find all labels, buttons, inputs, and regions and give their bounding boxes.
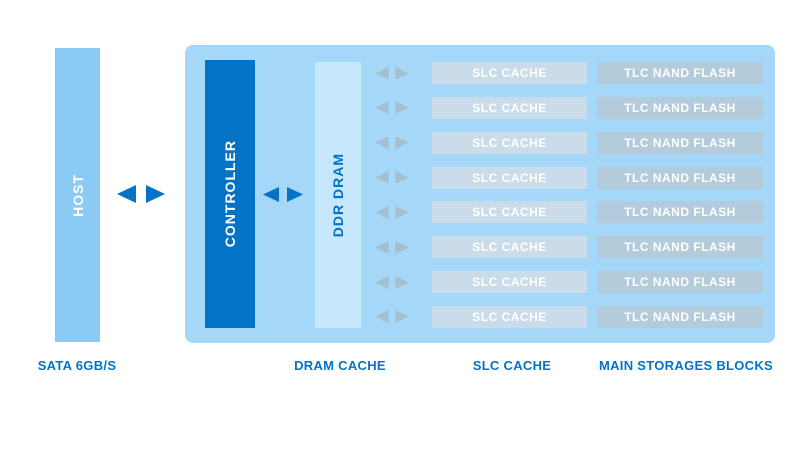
tlc-nand-flash-label: TLC NAND FLASH xyxy=(624,135,736,150)
tlc-nand-flash-block: TLC NAND FLASH xyxy=(597,62,763,84)
row-bidirectional-arrow-icon xyxy=(375,310,409,324)
slc-cache-footer-label: SLC CACHE xyxy=(472,358,552,373)
tlc-nand-flash-block: TLC NAND FLASH xyxy=(597,305,763,328)
flash-row: SLC CACHE TLC NAND FLASH xyxy=(375,131,763,154)
tlc-nand-flash-label: TLC NAND FLASH xyxy=(624,275,736,290)
slc-cache-label: SLC CACHE xyxy=(472,309,547,324)
ddr-dram-block: DDR DRAM xyxy=(315,62,361,328)
slc-cache-label: SLC CACHE xyxy=(472,240,547,255)
flash-row: SLC CACHE TLC NAND FLASH xyxy=(375,96,763,119)
tlc-nand-flash-label: TLC NAND FLASH xyxy=(624,170,736,185)
tlc-nand-flash-block: TLC NAND FLASH xyxy=(597,166,763,189)
slc-cache-label: SLC CACHE xyxy=(472,170,547,185)
flash-rows: SLC CACHE TLC NAND FLASH SLC CACHE TLC N… xyxy=(375,62,763,328)
flash-row: SLC CACHE TLC NAND FLASH xyxy=(375,62,763,84)
tlc-nand-flash-block: TLC NAND FLASH xyxy=(597,131,763,154)
controller-block: CONTROLLER xyxy=(205,60,255,328)
slc-cache-block: SLC CACHE xyxy=(432,166,587,189)
main-storage-label: MAIN STORAGES BLOCKS xyxy=(598,358,774,373)
slc-cache-block: SLC CACHE xyxy=(432,236,587,259)
tlc-nand-flash-block: TLC NAND FLASH xyxy=(597,271,763,294)
slc-cache-label: SLC CACHE xyxy=(472,100,547,115)
tlc-nand-flash-label: TLC NAND FLASH xyxy=(624,66,736,80)
sata-label: SATA 6GB/S xyxy=(37,358,117,373)
row-bidirectional-arrow-icon xyxy=(375,101,409,115)
row-bidirectional-arrow-icon xyxy=(375,136,409,150)
slc-cache-block: SLC CACHE xyxy=(432,62,587,84)
row-bidirectional-arrow-icon xyxy=(375,171,409,184)
row-bidirectional-arrow-icon xyxy=(375,275,409,289)
ddr-dram-label: DDR DRAM xyxy=(330,152,346,238)
flash-row: SLC CACHE TLC NAND FLASH xyxy=(375,236,763,259)
slc-cache-block: SLC CACHE xyxy=(432,271,587,294)
tlc-nand-flash-block: TLC NAND FLASH xyxy=(597,236,763,259)
slc-cache-block: SLC CACHE xyxy=(432,201,587,224)
tlc-nand-flash-label: TLC NAND FLASH xyxy=(624,205,736,220)
slc-cache-block: SLC CACHE xyxy=(432,305,587,328)
row-bidirectional-arrow-icon xyxy=(375,240,409,254)
flash-row: SLC CACHE TLC NAND FLASH xyxy=(375,271,763,294)
flash-row: SLC CACHE TLC NAND FLASH xyxy=(375,166,763,189)
dram-cache-label: DRAM CACHE xyxy=(294,358,386,373)
flash-row: SLC CACHE TLC NAND FLASH xyxy=(375,201,763,224)
tlc-nand-flash-block: TLC NAND FLASH xyxy=(597,201,763,224)
tlc-nand-flash-label: TLC NAND FLASH xyxy=(624,240,736,255)
tlc-nand-flash-block: TLC NAND FLASH xyxy=(597,96,763,119)
host-label: HOST xyxy=(69,173,86,217)
slc-cache-block: SLC CACHE xyxy=(432,131,587,154)
slc-cache-label: SLC CACHE xyxy=(472,135,547,150)
slc-cache-label: SLC CACHE xyxy=(472,275,547,290)
controller-label: CONTROLLER xyxy=(222,140,238,248)
tlc-nand-flash-label: TLC NAND FLASH xyxy=(624,309,736,324)
controller-dram-arrow-icon xyxy=(263,187,303,202)
ssd-container xyxy=(185,45,775,343)
row-bidirectional-arrow-icon xyxy=(375,206,409,219)
slc-cache-block: SLC CACHE xyxy=(432,96,587,119)
host-block: HOST xyxy=(55,48,100,342)
row-bidirectional-arrow-icon xyxy=(375,66,409,80)
host-controller-arrow-icon xyxy=(117,185,165,203)
flash-row: SLC CACHE TLC NAND FLASH xyxy=(375,305,763,328)
slc-cache-label: SLC CACHE xyxy=(472,66,547,80)
slc-cache-label: SLC CACHE xyxy=(472,205,547,220)
tlc-nand-flash-label: TLC NAND FLASH xyxy=(624,100,736,115)
